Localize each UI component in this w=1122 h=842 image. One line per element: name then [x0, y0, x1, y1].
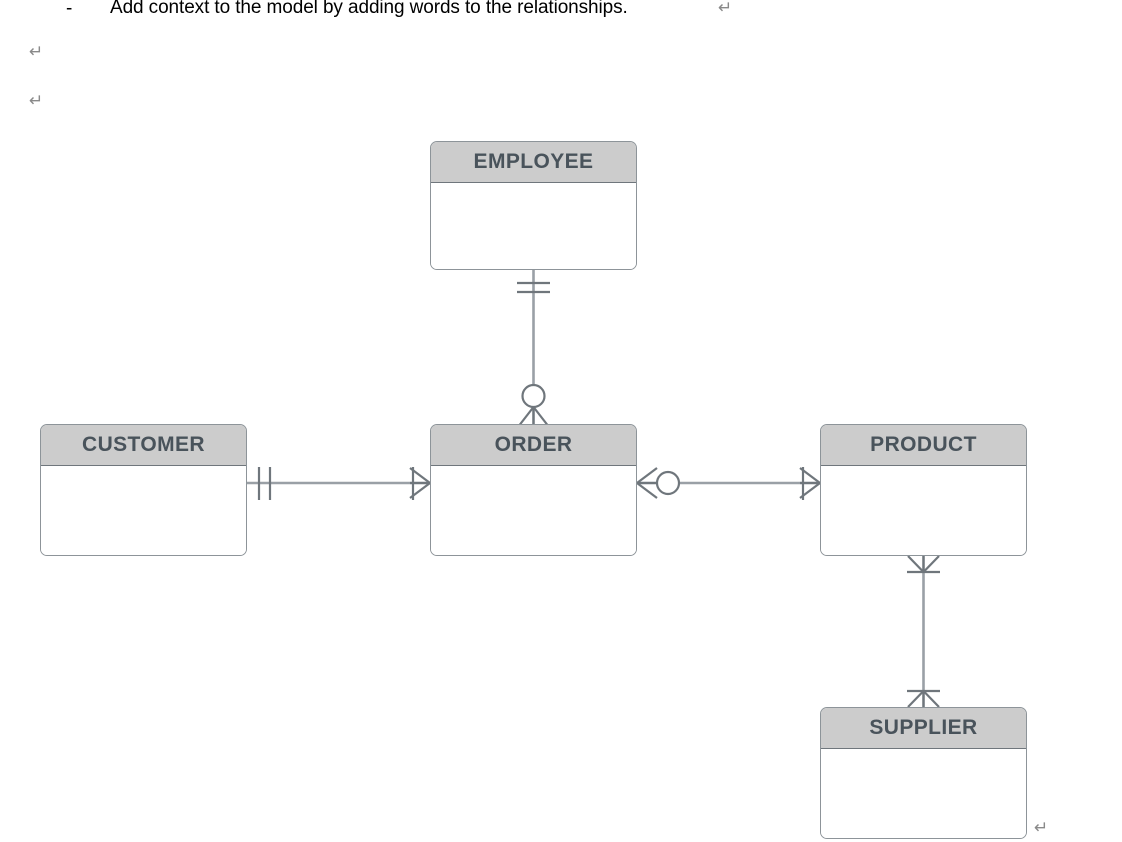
document-bullet-line: - Add context to the model by adding wor… [0, 0, 1122, 26]
entity-employee-header: EMPLOYEE [431, 142, 636, 183]
entity-product[interactable]: PRODUCT [820, 424, 1027, 556]
entity-customer-header: CUSTOMER [41, 425, 246, 466]
entity-product-header: PRODUCT [821, 425, 1026, 466]
instruction-text: Add context to the model by adding words… [110, 0, 628, 18]
entity-supplier[interactable]: SUPPLIER [820, 707, 1027, 839]
entity-supplier-header: SUPPLIER [821, 708, 1026, 749]
pilcrow-after-text: ↵ [718, 0, 733, 18]
entity-order-attributes[interactable] [431, 466, 636, 555]
entity-customer-attributes[interactable] [41, 466, 246, 555]
relationship-order-product [636, 467, 821, 500]
entity-order-header: ORDER [431, 425, 636, 466]
pilcrow-end-of-document: ↵ [1034, 818, 1049, 838]
entity-order-title: ORDER [494, 433, 573, 456]
pilcrow-blank-line-1: ↵ [29, 42, 44, 62]
entity-customer-title: CUSTOMER [82, 433, 205, 456]
bullet-marker: - [66, 0, 73, 19]
entity-employee-title: EMPLOYEE [473, 150, 594, 173]
entity-employee-attributes[interactable] [431, 183, 636, 269]
entity-product-attributes[interactable] [821, 466, 1026, 555]
relationship-product-supplier [907, 555, 940, 708]
entity-product-title: PRODUCT [870, 433, 977, 456]
entity-employee[interactable]: EMPLOYEE [430, 141, 637, 270]
relationship-employee-order [517, 270, 550, 428]
pilcrow-blank-line-2: ↵ [29, 91, 44, 111]
entity-order[interactable]: ORDER [430, 424, 637, 556]
entity-customer[interactable]: CUSTOMER [40, 424, 247, 556]
entity-supplier-title: SUPPLIER [869, 716, 978, 739]
relationship-customer-order [247, 467, 431, 500]
entity-supplier-attributes[interactable] [821, 749, 1026, 838]
